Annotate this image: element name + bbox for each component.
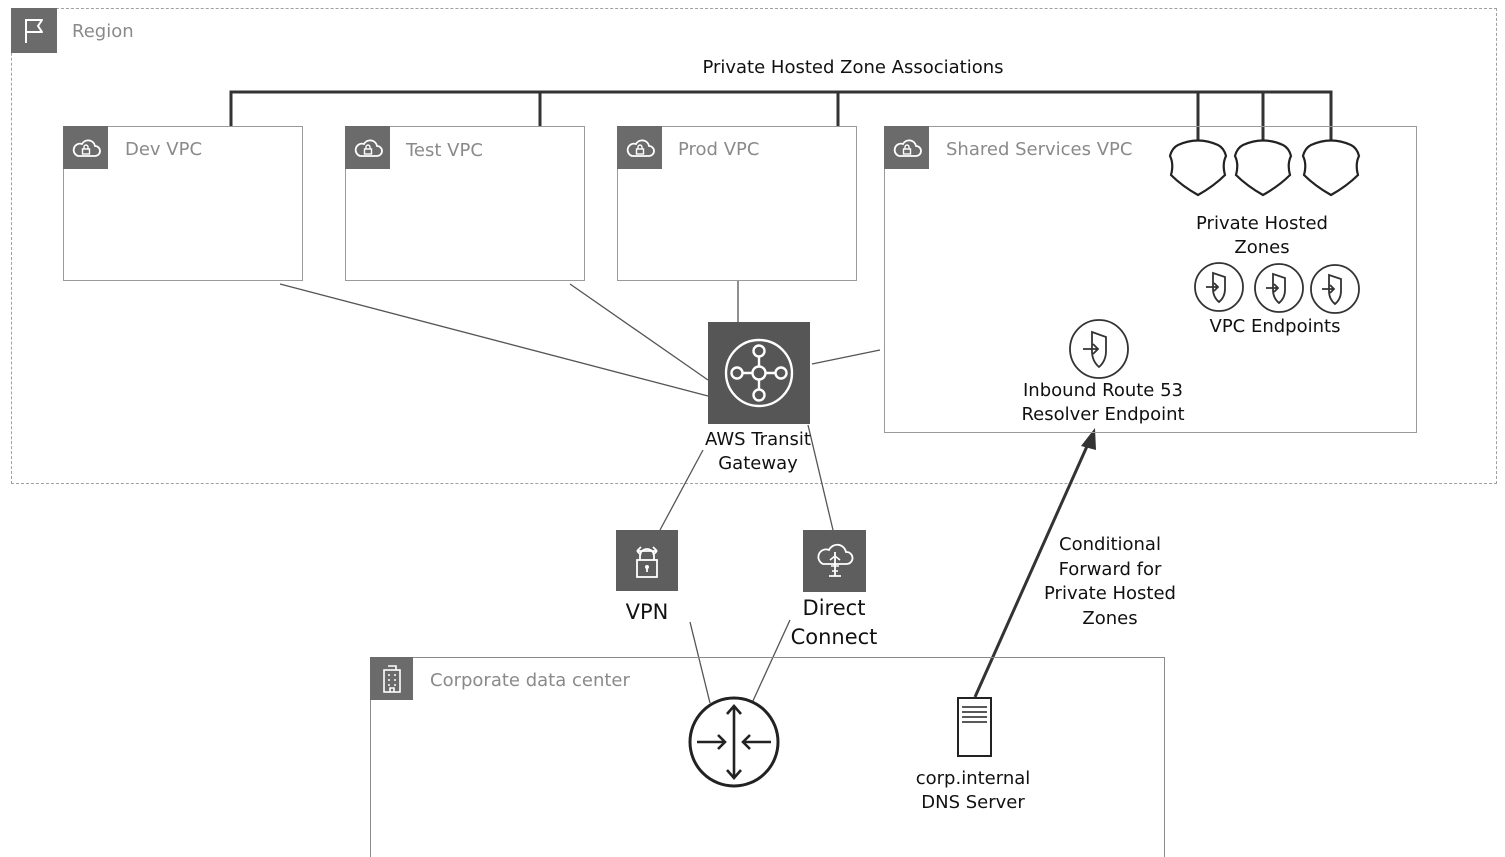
associations-title: Private Hosted Zone Associations [702, 57, 1004, 78]
prod-vpc-label: Prod VPC [678, 139, 760, 160]
region-flag-icon [11, 8, 57, 53]
hosted-zone-shield-icon [1233, 139, 1293, 197]
hosted-zone-shield-icon [1168, 139, 1228, 197]
vpc-endpoint-icon [1194, 262, 1244, 312]
inbound-resolver-endpoint-icon [1069, 319, 1129, 379]
vpc-cloud-icon [63, 126, 108, 169]
corporate-datacenter-label: Corporate data center [430, 670, 630, 691]
vpc-endpoints-label: VPC Endpoints [1209, 316, 1341, 337]
corporate-datacenter-container [370, 657, 1165, 857]
private-hosted-zones-label: Private Hosted Zones [1196, 213, 1328, 258]
shared-services-vpc-container [884, 126, 1417, 433]
vpc-endpoint-icon [1310, 264, 1360, 314]
vpn-lock-icon [616, 530, 678, 591]
vpc-endpoint-icon [1254, 263, 1304, 313]
inbound-resolver-label: Inbound Route 53 Resolver Endpoint [1021, 380, 1185, 425]
vpc-cloud-icon [617, 126, 662, 169]
dev-vpc-label: Dev VPC [125, 139, 203, 160]
transit-gateway-icon [708, 322, 810, 424]
dns-server-label: corp.internal DNS Server [915, 768, 1031, 813]
region-container [11, 8, 1497, 484]
vpn-label: VPN [625, 600, 669, 624]
hosted-zone-shield-icon [1301, 139, 1361, 197]
vpc-cloud-icon [345, 126, 390, 169]
direct-connect-label: Direct Connect [790, 596, 878, 649]
region-label: Region [72, 21, 134, 42]
conditional-forward-label: Conditional Forward for Private Hosted Z… [1044, 534, 1176, 629]
shared-services-vpc-label: Shared Services VPC [946, 139, 1133, 160]
vpc-cloud-icon [884, 126, 929, 169]
building-icon [370, 657, 413, 700]
direct-connect-icon [803, 530, 866, 592]
transit-gateway-label: AWS Transit Gateway [705, 429, 811, 474]
test-vpc-label: Test VPC [406, 140, 483, 161]
